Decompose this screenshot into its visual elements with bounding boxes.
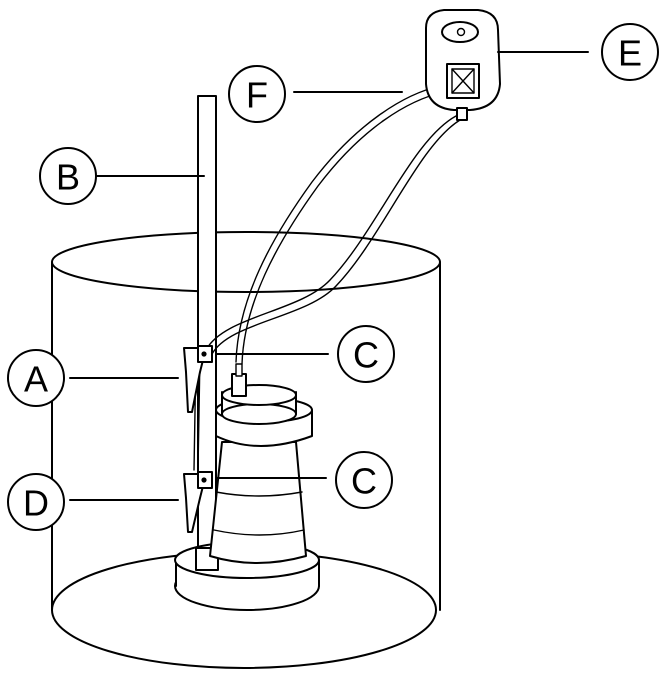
callout-b: B: [39, 147, 97, 205]
upper-switch-cord-a: [205, 115, 457, 351]
pump-outlet: [231, 373, 247, 397]
controller: [425, 9, 501, 121]
callout-c-upper-label: C: [353, 335, 379, 376]
callout-c-lower: C: [335, 451, 393, 509]
pump-cord-a: [235, 85, 441, 363]
callout-c-lower-label: C: [351, 461, 377, 502]
basin-rim: [51, 231, 441, 293]
lower-float-switch: [183, 471, 213, 533]
callout-e-label: E: [618, 33, 642, 74]
callout-a-label: A: [24, 359, 48, 400]
pump-cord-b: [241, 91, 445, 365]
callout-c-upper: C: [337, 325, 395, 383]
callout-d-label: D: [23, 483, 49, 524]
upper-float-switch: [183, 345, 213, 413]
callout-d: D: [7, 473, 65, 531]
controller-indicator: [441, 21, 479, 43]
callout-f: F: [228, 65, 286, 123]
upper-switch-cord-b: [211, 119, 461, 355]
pump-body: [209, 441, 307, 564]
callout-b-label: B: [56, 157, 80, 198]
leader-lines: [69, 51, 589, 501]
callout-e: E: [601, 23, 659, 81]
controller-cord-strain: [456, 107, 468, 121]
callout-a: A: [7, 349, 65, 407]
callout-f-label: F: [246, 75, 268, 116]
sump-pump: [174, 363, 320, 611]
